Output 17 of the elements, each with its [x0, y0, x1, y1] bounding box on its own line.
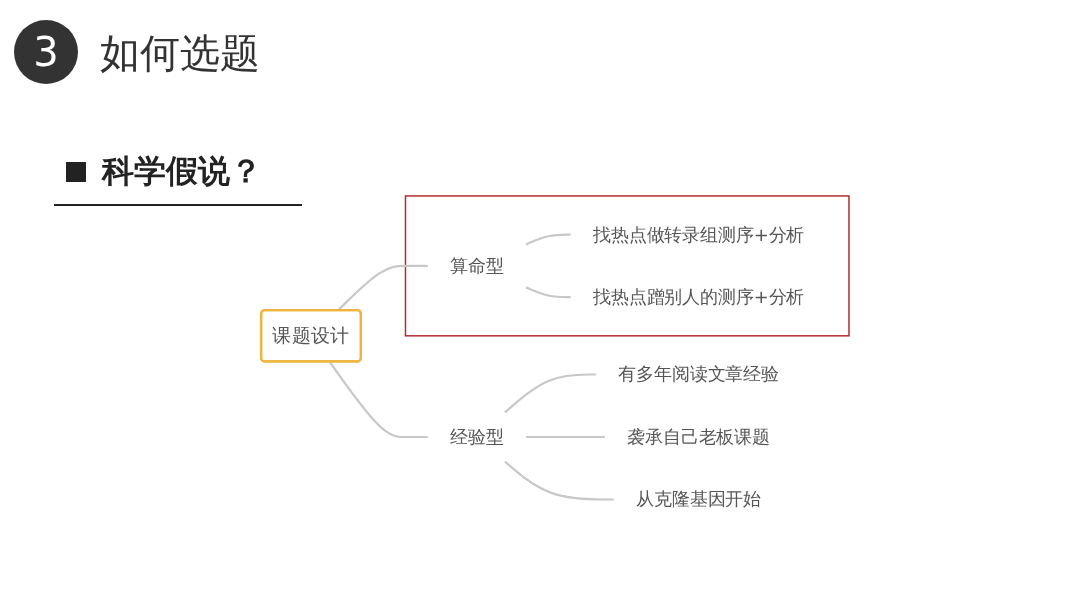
node-text: 算命型 [450, 255, 504, 277]
connector [504, 373, 596, 414]
node-text: 找热点蹭别人的测序+分析 [592, 286, 805, 308]
node-text: 有多年阅读文章经验 [618, 364, 779, 385]
connector [504, 460, 614, 501]
node-text: 袭承自己老板课题 [627, 426, 770, 448]
cluster [404, 195, 850, 337]
node-text: 经验型 [450, 426, 504, 448]
step-number-badge: 3 [14, 20, 78, 84]
slide-title: 如何选题 [100, 29, 260, 78]
node-text: 从克隆基因开始 [636, 489, 762, 510]
node-text: 找热点做转录组测序+分析 [592, 224, 805, 246]
section-heading: 科学假说？ [102, 151, 262, 192]
connector [525, 286, 571, 299]
connector [525, 435, 605, 439]
connector [525, 233, 571, 246]
connector [328, 361, 428, 439]
